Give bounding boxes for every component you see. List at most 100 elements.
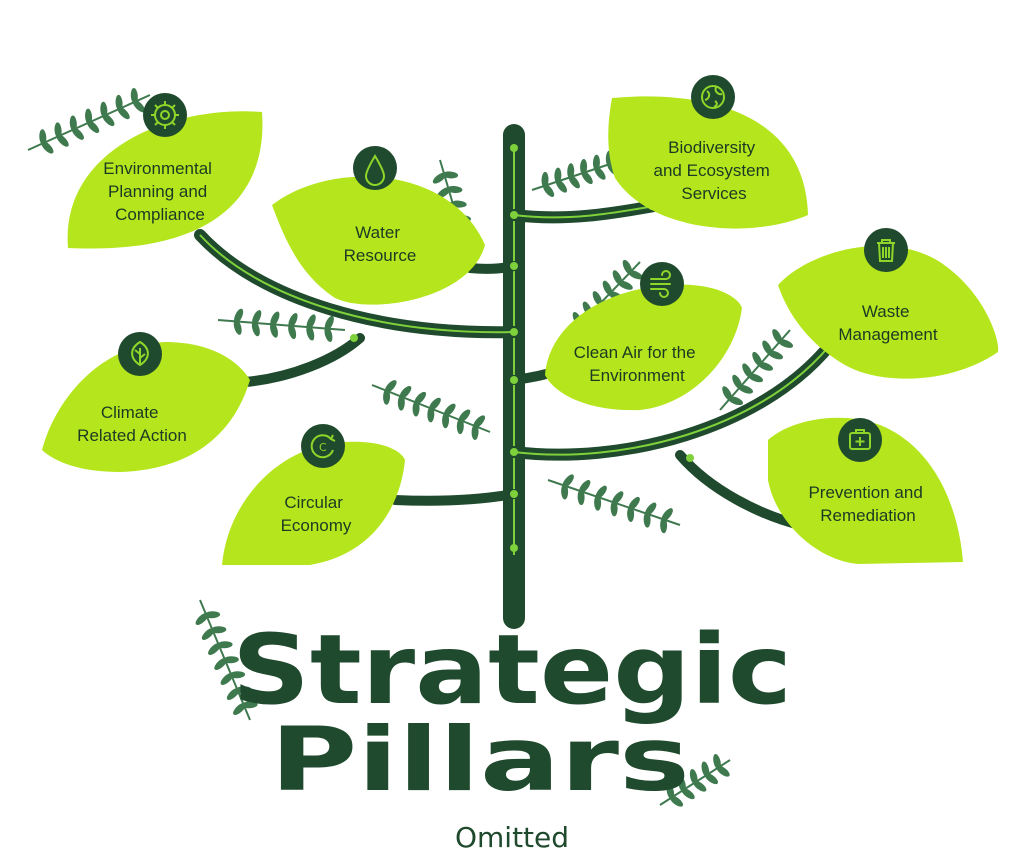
sprig-leaf [612, 270, 623, 285]
sprig-leaf [471, 423, 479, 440]
leaf-shape [778, 245, 999, 379]
sprig-stem [217, 319, 346, 331]
sprig-leaf [666, 783, 675, 800]
sprig-leaf [627, 505, 635, 522]
sprig-leaf [85, 108, 93, 125]
sprig-leaf [100, 101, 108, 118]
pillar-label-line: Resource [344, 246, 417, 265]
sprig-leaf [384, 380, 397, 393]
branch-highlight-waste-management [513, 344, 831, 456]
sprig [195, 599, 258, 721]
svg-text:C: C [319, 441, 327, 454]
sprig-leaf [442, 171, 459, 179]
leaf-shape [545, 284, 742, 411]
leaf-shape [768, 417, 963, 564]
trunk-node [510, 544, 518, 552]
sprig-leaf [233, 308, 244, 324]
sprig-leaf [456, 418, 464, 435]
trunk-node [510, 376, 518, 384]
pillar-label-line: Environment [589, 366, 685, 385]
sprig-leaf [660, 517, 668, 534]
sprig-leaf [222, 656, 239, 664]
pillar-label-line: Environmental [103, 159, 212, 178]
pillar-circular-economy: C Circular Economy [222, 424, 405, 565]
sprig-leaf [204, 611, 221, 619]
icon-badge [143, 93, 187, 137]
pillar-label-line: Related Action [77, 426, 187, 445]
sprig-leaf [602, 280, 613, 296]
branch-circular-economy [390, 489, 519, 506]
icon-badge [353, 146, 397, 190]
sprig-leaf [762, 340, 773, 355]
sprig-leaf [678, 776, 686, 793]
pillar-label-line: Planning and [108, 182, 207, 201]
leaf-shape [608, 96, 808, 229]
pillar-label: Circular Economy [281, 493, 352, 535]
pillar-label: Environmental Planning and Compliance [103, 159, 216, 224]
sprig-leaf [235, 686, 252, 694]
pillar-label-line: Compliance [115, 205, 205, 224]
pillar-prevention: Prevention and Remediation [768, 417, 963, 564]
leaf-shape [42, 342, 250, 472]
pillar-label-line: Climate [101, 403, 159, 422]
trunk-node [510, 144, 518, 152]
sprig-leaf [577, 489, 585, 506]
pillar-label-line: Remediation [820, 506, 915, 525]
sprig-leaf [458, 409, 471, 423]
pillar-climate-action: Climate Related Action [42, 332, 250, 472]
sprig [27, 88, 151, 154]
pillar-label-line: Circular [284, 493, 343, 512]
pillar-biodiversity: Biodiversity and Ecosystem Services [608, 75, 808, 229]
pillar-label-line: Clean Air for the [574, 343, 696, 362]
sprig-leaf [742, 363, 753, 378]
sprig-leaf [241, 701, 258, 709]
sprig-leaf [229, 671, 246, 679]
sprig-leaf [567, 163, 575, 180]
pillar-label-line: Prevention and [808, 483, 922, 502]
sprig-leaf [722, 386, 733, 401]
sprig-leaf [383, 388, 391, 405]
sprig-leaf [130, 88, 138, 105]
title-line-2: Pillars [270, 708, 690, 811]
sprig-leaf [661, 508, 673, 522]
sprig-leaf [270, 311, 280, 327]
sprig-leaf [713, 753, 721, 770]
pillar-label: Clean Air for the Environment [574, 343, 701, 385]
branch-node [686, 454, 694, 462]
leaf-icon [131, 340, 149, 367]
sprig-leaf [412, 400, 420, 417]
pillar-label-line: Economy [281, 516, 352, 535]
gear-people-icon [151, 101, 179, 129]
sprig-leaf [580, 159, 588, 176]
trunk-node [510, 328, 518, 336]
pillar-label: Climate Related Action [77, 403, 187, 445]
sprig-leaf [592, 154, 600, 171]
icon-badge [691, 75, 735, 119]
sprig-leaf [594, 494, 602, 511]
sprig-leaf [115, 94, 123, 111]
branch-climate-action [240, 333, 365, 387]
pillar-waste-management: Waste Management [778, 228, 999, 379]
sprig-leaf [610, 500, 618, 517]
sprig-leaf [732, 374, 743, 390]
sprig [531, 150, 623, 197]
sprig-leaf [54, 122, 62, 139]
pillar-leaves: Environmental Planning and Compliance Wa… [42, 75, 999, 565]
leaf-shape [67, 111, 263, 249]
sprig-leaf [689, 768, 698, 785]
sprig-leaf [397, 394, 405, 411]
first-aid-kit-icon [849, 429, 871, 450]
sprig-leaf [414, 391, 427, 405]
sprig-leaf [562, 474, 574, 488]
sprig-leaf [252, 310, 262, 325]
trunk-node [510, 490, 518, 498]
sprig-leaf [288, 312, 298, 328]
pillar-label-line: Waste [862, 302, 910, 321]
sprig-leaf [628, 496, 640, 511]
leaf-shape [222, 441, 405, 565]
leaf-shape [272, 176, 485, 305]
sprig-leaf [446, 185, 463, 194]
trunk-node [510, 262, 518, 270]
branch-prevention [675, 450, 805, 530]
